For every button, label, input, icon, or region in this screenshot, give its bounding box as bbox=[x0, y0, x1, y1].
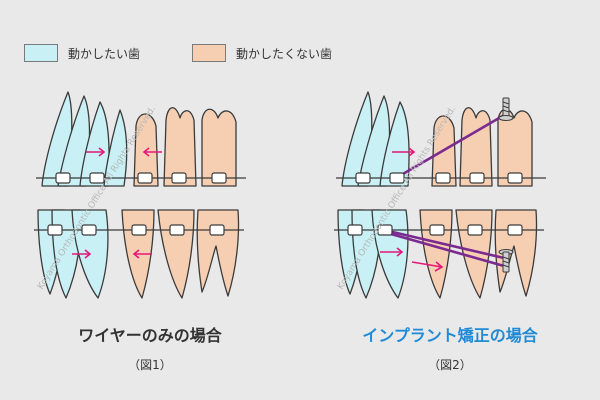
arrow-right bbox=[86, 147, 106, 157]
arrow-left bbox=[142, 147, 162, 157]
legend-swatch-keep bbox=[192, 44, 226, 62]
bracket bbox=[377, 224, 393, 236]
bracket bbox=[355, 172, 371, 184]
figure1-diagram: Koyama Orthodontic Office All Rights Res… bbox=[34, 91, 246, 299]
lower-tooth-4 bbox=[419, 209, 453, 299]
upper-implant-wire bbox=[394, 112, 508, 180]
implant-wires bbox=[382, 112, 508, 268]
bracket bbox=[171, 172, 187, 184]
arrow-right bbox=[380, 247, 404, 257]
figure2-caption: インプラント矯正の場合 （図2） bbox=[320, 322, 580, 373]
upper-tooth-7 bbox=[201, 108, 237, 187]
figure2-diagram: Koyama Orthodontic Office All Rights Res… bbox=[334, 91, 546, 299]
bracket bbox=[435, 172, 451, 184]
bracket bbox=[507, 224, 523, 236]
bracket bbox=[55, 172, 71, 184]
bracket bbox=[211, 172, 227, 184]
lower-implant-wire-2 bbox=[382, 230, 506, 268]
bracket bbox=[347, 224, 363, 236]
lower-implant-wire-1 bbox=[382, 228, 506, 260]
bracket bbox=[137, 172, 153, 184]
bracket bbox=[47, 224, 63, 236]
upper-tooth-6 bbox=[163, 107, 197, 187]
upper-tooth-4 bbox=[103, 109, 128, 187]
upper-tooth-3 bbox=[379, 101, 410, 187]
bracket bbox=[169, 224, 185, 236]
implant-screws bbox=[498, 97, 514, 273]
legend-item-keep: 動かしたくない歯 bbox=[192, 44, 332, 62]
figure1-arrows bbox=[72, 147, 162, 259]
figure2-brackets bbox=[347, 172, 523, 236]
legend-label-move: 動かしたい歯 bbox=[68, 46, 141, 61]
bracket bbox=[209, 224, 225, 236]
figure1-caption: ワイヤーのみの場合 （図1） bbox=[20, 322, 280, 373]
lower-tooth-6 bbox=[196, 209, 240, 297]
figure2-subtitle: （図2） bbox=[428, 358, 472, 372]
lower-tooth-5 bbox=[157, 209, 195, 299]
legend-swatch-move bbox=[24, 44, 58, 62]
bracket bbox=[89, 172, 105, 184]
arrow-right bbox=[72, 249, 92, 259]
bracket bbox=[131, 224, 147, 236]
bracket bbox=[507, 172, 523, 184]
bracket bbox=[389, 172, 405, 184]
figure2-arrows bbox=[380, 147, 444, 272]
figure2-lower-teeth bbox=[337, 209, 538, 299]
lower-implant-screw bbox=[498, 249, 514, 273]
bracket bbox=[429, 224, 445, 236]
figure1-brackets bbox=[47, 172, 227, 236]
arrow-right bbox=[392, 147, 416, 157]
figure1-title: ワイヤーのみの場合 bbox=[78, 326, 222, 345]
arrow-left bbox=[132, 249, 152, 259]
upper-tooth-6 bbox=[497, 108, 533, 187]
lower-tooth-5 bbox=[455, 209, 493, 299]
upper-implant-screw bbox=[498, 97, 514, 121]
bracket bbox=[467, 224, 483, 236]
figure1-subtitle: （図1） bbox=[128, 358, 172, 372]
figure1-upper-teeth bbox=[41, 91, 237, 187]
figure2-title: インプラント矯正の場合 bbox=[362, 326, 538, 345]
legend-item-move: 動かしたい歯 bbox=[24, 44, 140, 62]
arrow-right-diagonal bbox=[411, 261, 444, 272]
bracket bbox=[469, 172, 485, 184]
bracket bbox=[81, 224, 97, 236]
legend-label-keep: 動かしたくない歯 bbox=[236, 46, 333, 61]
